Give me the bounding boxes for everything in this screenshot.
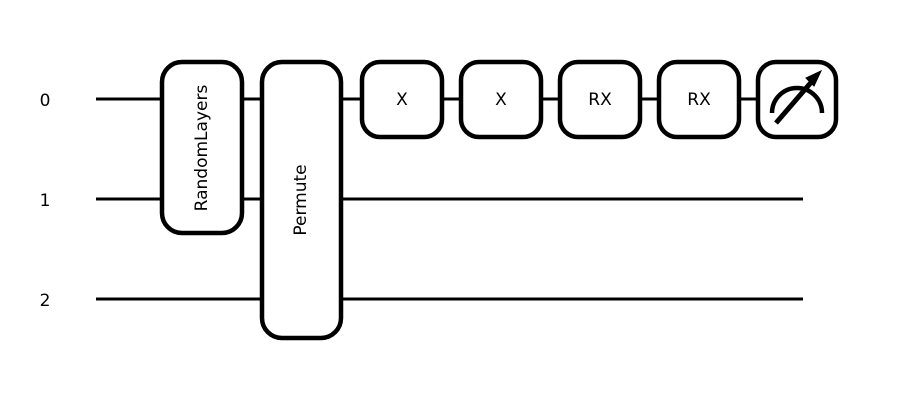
gate-rx-2[interactable]: RX xyxy=(656,59,742,140)
measure-gauge-icon xyxy=(769,69,825,125)
wire-label-2: 2 xyxy=(40,291,51,311)
gate-rx-2-box[interactable] xyxy=(656,59,742,140)
gate-rx-1[interactable]: RX xyxy=(557,59,643,140)
gate-rx-1-box[interactable] xyxy=(557,59,643,140)
gate-x-2-label: X xyxy=(495,90,507,110)
gate-randomlayers-label: RandomLayers xyxy=(192,85,212,212)
wire-label-group: 0 1 2 xyxy=(40,91,51,311)
gate-randomlayers-box[interactable] xyxy=(159,59,245,236)
wire-label-1: 1 xyxy=(40,191,51,211)
gate-permute-box[interactable] xyxy=(259,59,344,341)
gate-x-1-label: X xyxy=(396,90,408,110)
gate-x-2-box[interactable] xyxy=(458,59,544,140)
gate-x-1[interactable]: X xyxy=(359,59,445,140)
gate-permute-label: Permute xyxy=(291,164,311,235)
wire-label-0: 0 xyxy=(40,91,51,111)
gate-measurement[interactable] xyxy=(755,59,839,140)
gate-rx-2-label: RX xyxy=(687,90,711,110)
gate-permute[interactable]: Permute xyxy=(259,59,344,341)
gate-rx-1-label: RX xyxy=(588,90,612,110)
gate-x-2[interactable]: X xyxy=(458,59,544,140)
gate-x-1-box[interactable] xyxy=(359,59,445,140)
gate-randomlayers[interactable]: RandomLayers xyxy=(159,59,245,236)
